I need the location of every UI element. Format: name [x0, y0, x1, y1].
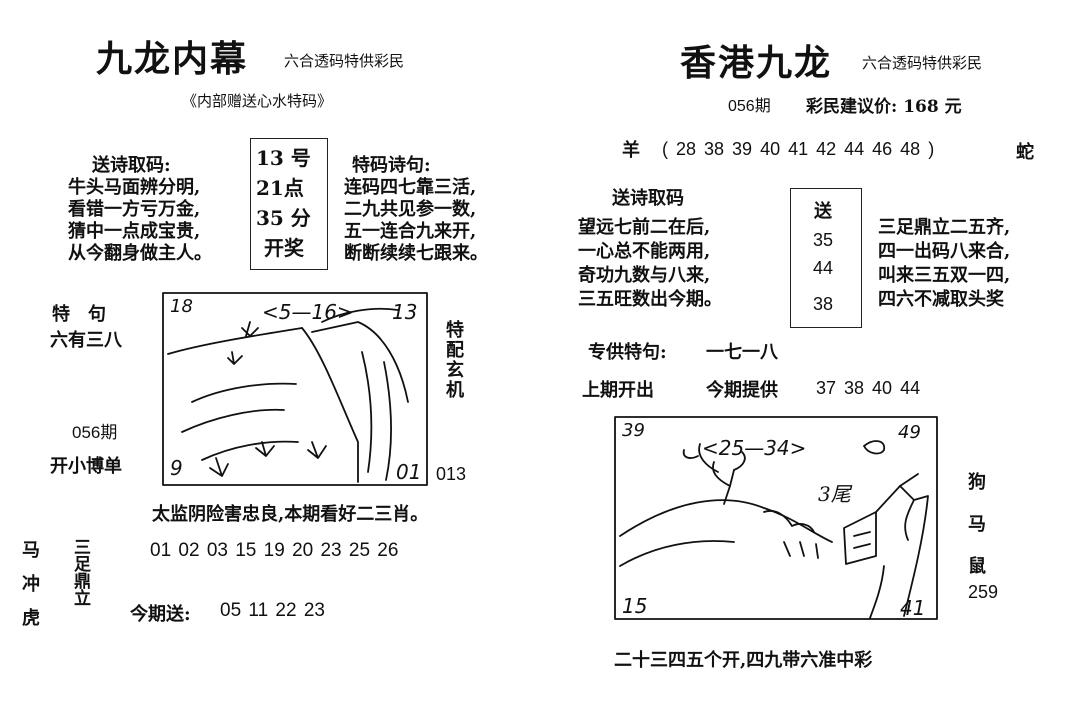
special-label: 专供特句:	[588, 342, 667, 363]
special-poem-line: 断断续续七跟来。	[344, 243, 488, 264]
special-value: 一七一八	[706, 342, 778, 363]
right-sketch-corner-bl: 15	[622, 594, 648, 618]
right-issue: 056期	[728, 98, 771, 115]
right-today-numbers: 37 38 40 44	[816, 378, 921, 398]
draw-time-line: 开奖	[264, 236, 304, 260]
left-numbers: 01 02 03 15 19 20 23 25 26	[150, 540, 399, 561]
side-vertical-text: 特配玄机	[443, 320, 464, 400]
last-issue-label: 上期开出	[582, 380, 654, 401]
right-price: 彩民建议价: 168 元	[806, 97, 962, 117]
zodiac-char: 狗	[968, 472, 986, 493]
zodiac-char: 鼠	[968, 556, 986, 577]
te-ju-value: 六有三八	[50, 330, 122, 351]
left-poem-line: 看错一方亏万金,	[68, 199, 201, 220]
right-sketch-corner-br: 41	[900, 596, 926, 620]
left-issue: 056期	[72, 423, 118, 442]
draw-time-line: 21点	[256, 176, 304, 200]
left-hint: 太监阴险害忠良,本期看好二三肖。	[152, 504, 429, 525]
left-sketch-corner-bl: 9	[170, 456, 183, 480]
left-promo: 《内部赠送心水特码》	[182, 92, 333, 110]
sheep-label: 羊	[622, 140, 640, 161]
left-today-numbers: 05 11 22 23	[220, 600, 325, 621]
left-poem: 牛头马面辨分明, 看错一方亏万金, 猜中一点成宝贵, 从今翻身做主人。	[68, 177, 212, 265]
right-poem-label: 送诗取码	[612, 188, 684, 209]
te-ju-label: 特 句	[52, 304, 106, 325]
code-259: 259	[968, 582, 999, 602]
left-subtitle: 六合透码特供彩民	[284, 52, 405, 70]
right-poem2-line: 四一出码八来合,	[878, 241, 1011, 262]
left-sketch-corner-br: 01	[396, 460, 422, 484]
draw-time-box	[250, 138, 328, 270]
special-poem-line: 二九共见参一数,	[344, 199, 477, 220]
send-box-number: 38	[812, 294, 834, 314]
special-poem: 连码四七靠三活, 二九共见参一数, 五一连合九来开, 断断续续七跟来。	[344, 177, 488, 265]
left-poem-line: 牛头马面辨分明,	[68, 177, 201, 198]
sheep-numbers: ( 28 38 39 40 41 42 44 46 48 )	[662, 139, 935, 159]
right-bottom: 二十三四五个开,四九带六准中彩	[614, 650, 873, 671]
left-sketch-corner-tl: 18	[170, 296, 193, 317]
left-poem-label: 送诗取码:	[92, 155, 171, 176]
zodiac-char: 马	[968, 514, 986, 535]
draw-time-line: 13 号	[256, 146, 311, 170]
right-subtitle: 六合透码特供彩民	[862, 54, 983, 72]
right-poem2-line: 叫来三五双一四,	[878, 265, 1011, 286]
send-box-number: 35	[812, 230, 834, 250]
send-box	[790, 188, 862, 328]
right-poem-line: 三五旺数出今期。	[578, 289, 722, 310]
right-poem-line: 望远七前二在后,	[578, 217, 711, 238]
snake-label: 蛇	[1016, 142, 1034, 163]
right-sketch-corner-tr: 49	[898, 422, 921, 443]
san-zu-vertical: 三足鼎立	[70, 538, 90, 606]
right-title: 香港九龙	[680, 42, 833, 84]
send-box-content: 送 35 44 38	[806, 198, 840, 318]
right-poem: 望远七前二在后, 一心总不能两用, 奇功九数与八来, 三五旺数出今期。	[578, 216, 722, 312]
zodiac-vertical: 马 冲 虎	[22, 534, 40, 636]
left-poem-line: 从今翻身做主人。	[68, 243, 212, 264]
draw-time-line: 35 分	[256, 206, 311, 230]
right-landscape-sketch	[614, 416, 938, 620]
send-box-label: 送	[814, 201, 832, 222]
special-poem-line: 五一连合九来开,	[344, 221, 477, 242]
zodiac-char: 马	[22, 540, 40, 561]
right-poem-line: 奇功九数与八来,	[578, 265, 711, 286]
left-title: 九龙内幕	[96, 38, 249, 80]
draw-time: 13 号 21点 35 分 开奖	[256, 143, 311, 263]
left-today-label: 今期送:	[130, 604, 191, 625]
right-poem-line: 一心总不能两用,	[578, 241, 711, 262]
zodiac-char: 冲	[22, 574, 40, 595]
right-today-label: 今期提供	[706, 380, 778, 401]
right-poem2-line: 三足鼎立二五齐,	[878, 217, 1011, 238]
left-poem-line: 猜中一点成宝贵,	[68, 221, 201, 242]
right-zodiac: 狗 马 鼠	[968, 462, 986, 588]
right-sketch-tail: 3尾	[818, 482, 851, 506]
code-013: 013	[436, 464, 467, 484]
right-sketch-range: <25—34>	[702, 436, 807, 460]
special-poem-line: 连码四七靠三活,	[344, 177, 477, 198]
zodiac-char: 虎	[22, 608, 40, 629]
left-sketch-range: <5—16>	[262, 300, 354, 324]
left-sketch-corner-tr: 13	[392, 300, 418, 324]
right-sketch-corner-tl: 39	[622, 420, 645, 441]
send-box-number: 44	[812, 258, 834, 278]
left-landscape-sketch	[162, 292, 428, 486]
special-poem-label: 特码诗句:	[352, 155, 431, 176]
right-poem2: 三足鼎立二五齐, 四一出码八来合, 叫来三五双一四, 四六不减取头奖	[878, 216, 1010, 312]
right-poem2-line: 四六不减取头奖	[878, 289, 1004, 310]
left-kai: 开小博单	[50, 456, 122, 477]
